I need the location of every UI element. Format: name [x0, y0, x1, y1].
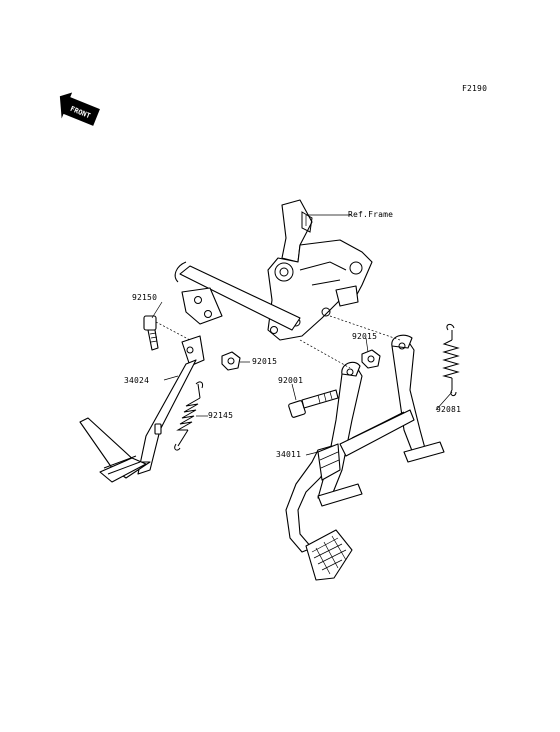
label-92150: 92150	[132, 293, 158, 302]
label-34024: 34024	[124, 376, 150, 385]
frame-drawing	[174, 199, 373, 341]
label-92145: 92145	[208, 411, 234, 420]
label-34011: 34011	[276, 450, 302, 459]
label-92015-right: 92015	[352, 332, 378, 341]
label-92081: 92081	[436, 405, 462, 414]
spring-92145	[174, 381, 203, 451]
label-ref-frame: Ref.Frame	[348, 210, 394, 219]
bolt-92150	[143, 315, 159, 351]
side-stand-drawing	[79, 335, 205, 483]
bolt-92001	[288, 389, 339, 418]
leader-lines	[151, 214, 453, 456]
nut-92015-left	[221, 351, 241, 371]
center-stand-drawing	[285, 334, 445, 581]
figure-code: F2190	[462, 84, 488, 93]
spring-92081	[442, 323, 460, 397]
label-92015-left: 92015	[252, 357, 278, 366]
label-92001: 92001	[278, 376, 304, 385]
nut-92015-right	[361, 349, 381, 369]
front-arrow-icon: FRONT	[59, 92, 100, 126]
